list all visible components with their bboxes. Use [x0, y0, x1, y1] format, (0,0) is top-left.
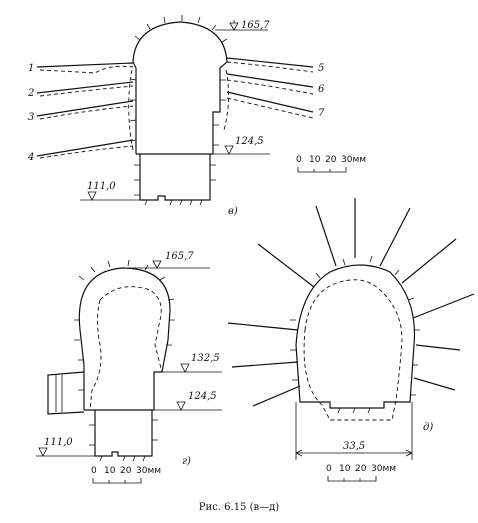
- anchor-1-dashed: [39, 65, 134, 74]
- scale-g-tick-0: 0: [91, 466, 97, 476]
- anchor-2: [36, 81, 134, 94]
- figure-v-shaft: [139, 154, 211, 201]
- figure-v-outline: [132, 21, 228, 154]
- figure-d-actual-contour: [303, 279, 403, 421]
- figure-d-label: д): [423, 422, 433, 433]
- anchor-5: [226, 57, 314, 68]
- anchor-3-dashed: [39, 105, 134, 120]
- scale-d-tick-30: 30мм: [371, 464, 396, 474]
- elev-g-165-label: 165,7: [165, 251, 194, 262]
- figure-g-label: г): [182, 456, 191, 467]
- scale-top-tick-30: 30мм: [341, 155, 366, 165]
- anchor-4-dashed: [39, 145, 134, 159]
- anchor-7: [226, 91, 314, 113]
- figure-caption: Рис. 6.15 (в—д): [199, 502, 279, 513]
- figure-d: 33,5 д): [227, 198, 475, 460]
- scale-d-tick-20: 20: [355, 464, 367, 474]
- anchor-1: [36, 62, 134, 68]
- anchor-4-number: 4: [27, 152, 34, 163]
- anchor-6: [226, 73, 314, 88]
- elev-v-165-marker: [229, 22, 239, 31]
- elev-g-132-marker: [180, 363, 190, 373]
- anchor-1-number: 1: [28, 63, 34, 74]
- scale-bar-d: 0 10 20 30мм: [326, 464, 396, 482]
- anchor-4: [36, 139, 134, 157]
- anchor-5-number: 5: [318, 63, 324, 74]
- figure-g-niche-hatch: [55, 375, 63, 412]
- elev-g-132-label: 132,5: [191, 353, 220, 364]
- figure-g: 165,7 132,5 124,5 111,0 г): [36, 251, 222, 467]
- figure-d-width-label: 33,5: [343, 441, 365, 452]
- scale-g-tick-20: 20: [120, 466, 132, 476]
- scale-bar-g: 0 10 20 30мм: [91, 466, 161, 484]
- figure-v-label: в): [228, 206, 238, 217]
- elev-g-111-marker: [38, 447, 48, 457]
- figure-d-hatch: [290, 255, 420, 414]
- figure-v-hatch: [129, 15, 228, 206]
- figure-g-niche: [47, 371, 85, 415]
- figure-v: 165,7 124,5 111,0 1 2 3 4 5 6 7 в): [27, 15, 325, 217]
- scale-bar-top: 0 10 20 30мм: [296, 155, 366, 173]
- anchor-5-dashed: [226, 61, 314, 73]
- figure-g-hatch: [74, 259, 175, 462]
- figure-d-anchors: [227, 198, 475, 407]
- figure-d-outline: [295, 264, 416, 409]
- anchor-2-dashed: [39, 85, 134, 97]
- elev-v-124-label: 124,5: [235, 136, 264, 147]
- scale-d-tick-10: 10: [339, 464, 351, 474]
- anchor-3: [36, 100, 134, 117]
- figure-g-shaft: [94, 410, 153, 457]
- scale-d-tick-0: 0: [326, 464, 332, 474]
- anchor-7-number: 7: [318, 108, 325, 119]
- elev-g-124-marker: [176, 401, 186, 411]
- elev-v-111-marker: [87, 191, 97, 201]
- elev-v-165-label: 165,7: [241, 20, 270, 31]
- elev-v-111-label: 111,0: [87, 181, 116, 192]
- elev-g-111-label: 111,0: [44, 437, 73, 448]
- anchor-3-number: 3: [28, 112, 34, 123]
- anchor-7-dashed: [226, 97, 314, 119]
- anchor-6-number: 6: [318, 84, 325, 95]
- scale-g-tick-30: 30мм: [136, 466, 161, 476]
- anchor-2-number: 2: [27, 88, 34, 99]
- figure-d-dimension-line: [295, 402, 413, 460]
- scale-top-tick-10: 10: [309, 155, 321, 165]
- elev-v-124-marker: [224, 145, 234, 155]
- elev-g-124-label: 124,5: [188, 391, 217, 402]
- scale-g-tick-10: 10: [104, 466, 116, 476]
- scale-top-tick-20: 20: [325, 155, 337, 165]
- elev-g-165-marker: [152, 260, 162, 269]
- scale-top-tick-0: 0: [296, 155, 302, 165]
- figure-g-actual-contour: [89, 286, 163, 411]
- anchor-6-dashed: [226, 79, 314, 95]
